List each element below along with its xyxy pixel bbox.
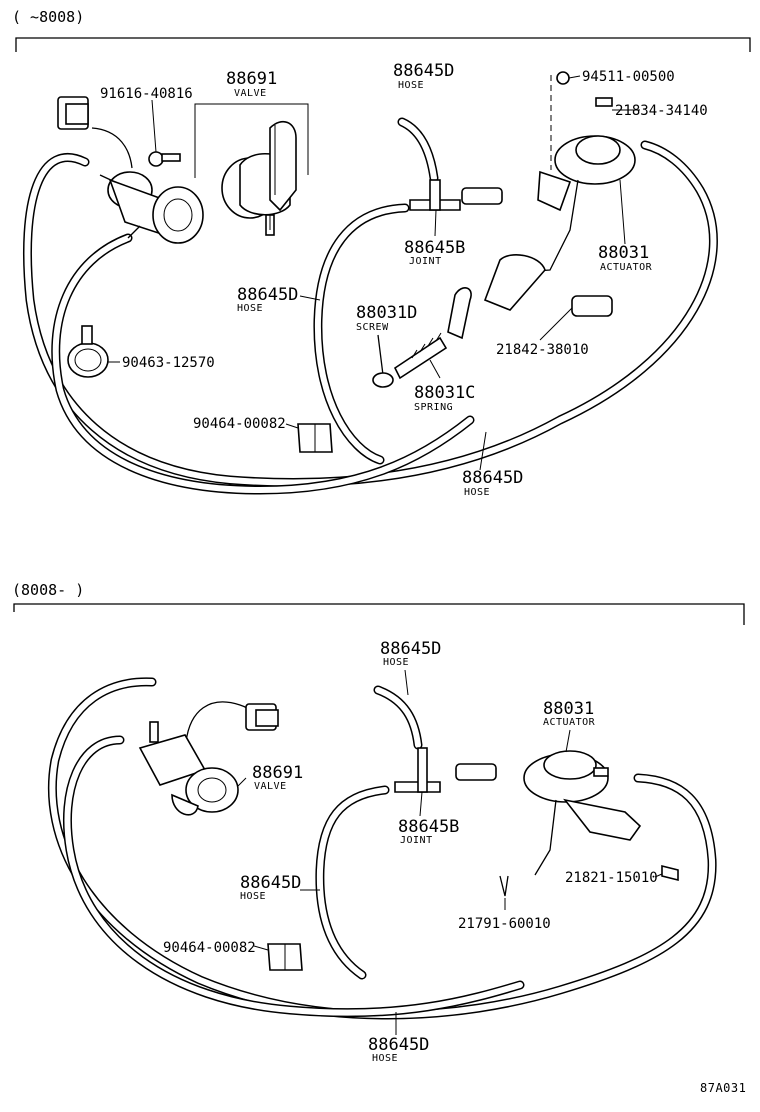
bottom-valve-88691 [138,701,279,816]
bottom-label-clip-90464: 90464-00082 [163,940,256,956]
bottom-label-hose-mid-word: HOSE [240,891,266,902]
top-label-hose-mid-word: HOSE [237,303,263,314]
bottom-label-valve-num: 88691 [252,763,303,783]
bottom-labels: 88645D HOSE 88031 ACTUATOR 88691 VALVE 8… [163,639,658,1064]
top-label-hose-top-word: HOSE [398,80,424,91]
top-label-bolt-21834: 21834-34140 [615,103,708,119]
top-label-actuator-num: 88031 [598,243,649,263]
bottom-hoses [47,677,717,1020]
top-leaders [108,75,640,471]
bottom-label-joint-word: JOINT [400,835,433,846]
top-bolt-91616 [148,99,181,167]
top-label-nut-94511: 94511-00500 [582,69,675,85]
top-valve-connector [57,96,133,169]
top-screw-spring [372,332,448,388]
top-valve-88691-exploded [194,103,309,236]
top-label-hose-bot-num: 88645D [462,468,523,488]
bottom-label-joint-num: 88645B [398,817,459,837]
top-label-actuator-word: ACTUATOR [600,262,653,273]
bottom-label-cotter-21791: 21791-60010 [458,916,551,932]
bottom-header: (8008- ) [12,581,84,599]
bottom-label-valve-word: VALVE [254,781,287,792]
top-label-hose-top-num: 88645D [393,61,454,81]
top-clip [297,423,333,453]
top-joint-88645B [409,179,503,211]
top-label-joint-word: JOINT [409,256,442,267]
bottom-label-hose-mid-num: 88645D [240,873,301,893]
top-label-valve-word: VALVE [234,88,267,99]
bottom-label-actuator-word: ACTUATOR [543,717,596,728]
top-label-hose-bot-word: HOSE [464,487,490,498]
bottom-label-hose-bot-word: HOSE [372,1053,398,1064]
bottom-joint-88645B [394,747,497,793]
section-top: ( ~8008) [12,8,751,498]
top-label-screw-num: 88031D [356,303,417,323]
bottom-label-actuator-num: 88031 [543,699,594,719]
top-clamp [67,325,109,378]
bottom-label-hose-top-num: 88645D [380,639,441,659]
top-label-spring-word: SPRING [414,402,453,413]
top-hoses [23,117,718,495]
figure-code: 87A031 [700,1081,746,1095]
top-label-pin-21842: 21842-38010 [496,342,589,358]
top-label-valve-num: 88691 [226,69,277,89]
section-bottom: (8008- ) [12,581,745,1064]
top-labels: 88691 VALVE 91616-40816 88645D HOSE 9451… [100,61,708,498]
top-label-clamp-90463: 90463-12570 [122,355,215,371]
bottom-bracket [13,603,745,625]
top-header: ( ~8008) [12,8,84,26]
top-label-hose-mid-num: 88645D [237,285,298,305]
top-label-screw-word: SCREW [356,322,389,333]
top-label-clip-90464: 90464-00082 [193,416,286,432]
bottom-label-hose-bot-num: 88645D [368,1035,429,1055]
top-label-joint-num: 88645B [404,238,465,258]
top-actuator-88031 [447,71,636,340]
bottom-leaders [237,669,663,1035]
top-label-bolt-91616: 91616-40816 [100,86,193,102]
bottom-actuator-88031 [499,750,679,897]
top-bracket [15,37,751,52]
bottom-clip [267,943,303,971]
top-label-spring-num: 88031C [414,383,475,403]
bottom-label-bolt-21821: 21821-15010 [565,870,658,886]
bottom-label-hose-top-word: HOSE [383,657,409,668]
top-solenoid-valve [99,171,204,244]
